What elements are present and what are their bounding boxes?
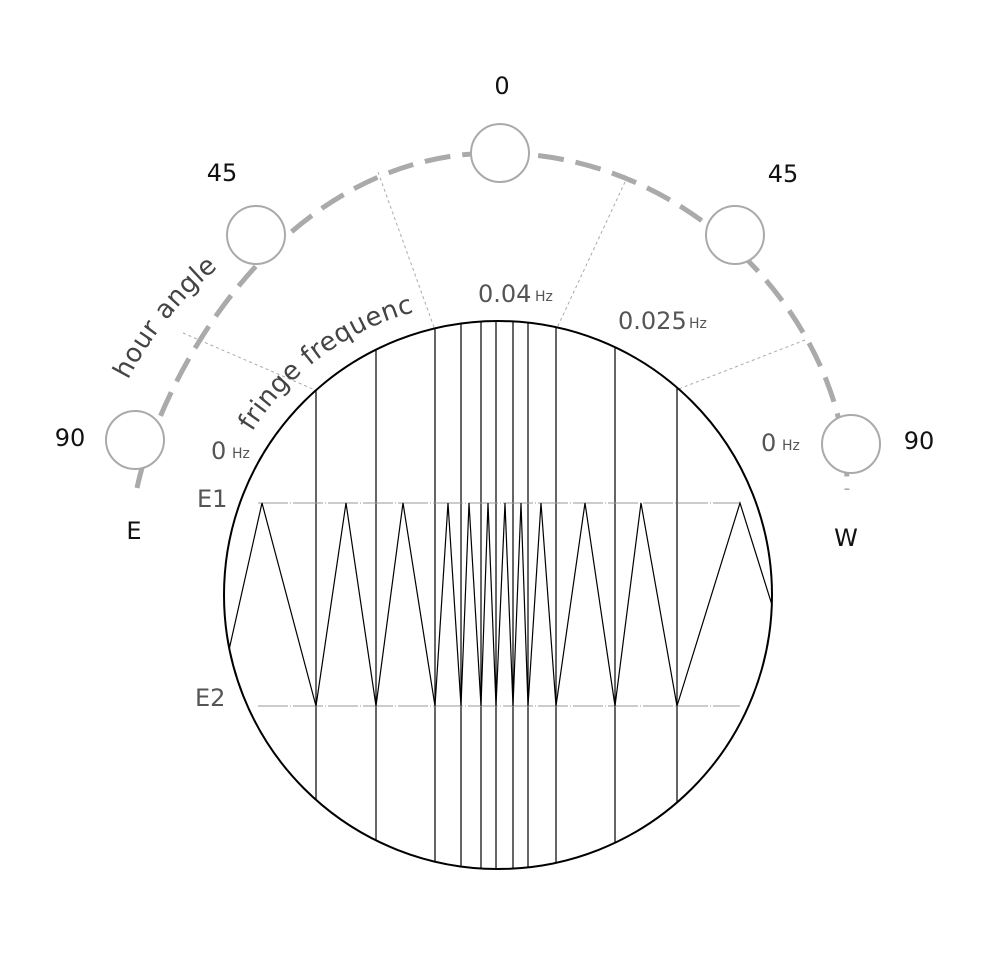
freq-value: 0.04 xyxy=(478,280,531,308)
freq-value: 0 xyxy=(761,429,776,457)
freq-unit: Hz xyxy=(689,316,707,332)
freq-unit: Hz xyxy=(535,289,553,305)
marker-west-45 xyxy=(705,205,765,265)
sky-disc xyxy=(223,320,773,870)
freq-value: 0 xyxy=(211,437,226,465)
fringe-lines xyxy=(315,321,678,869)
hour-angle-label-zenith-0: 0 xyxy=(494,72,509,100)
marker-zenith-0 xyxy=(470,123,530,183)
guide-line xyxy=(556,181,626,329)
marker-west-90 xyxy=(821,414,881,474)
freq-value: 0.025 xyxy=(618,307,687,335)
direction-east: E xyxy=(126,517,141,545)
guide-lines xyxy=(182,171,806,391)
level-label-e2: E2 xyxy=(195,684,225,712)
guide-line xyxy=(377,171,436,331)
hour-angle-label-west-90: 90 xyxy=(904,427,935,455)
freq-label-zenith: 0.04 Hz xyxy=(478,280,553,308)
fringe-frequency-title: fringe frequency xyxy=(0,0,417,436)
fringe-zigzag xyxy=(228,500,772,707)
freq-label-east-0: 0 Hz xyxy=(211,437,250,465)
marker-east-90 xyxy=(105,410,165,470)
freq-label-west-0: 0 Hz xyxy=(761,429,800,457)
freq-unit: Hz xyxy=(232,446,250,462)
direction-west: W xyxy=(834,524,858,552)
marker-east-45 xyxy=(226,205,286,265)
guide-line xyxy=(675,339,806,391)
freq-label-west-45: 0.025 Hz xyxy=(618,307,707,335)
hour-angle-markers xyxy=(105,123,881,474)
hour-angle-label-east-90: 90 xyxy=(55,424,86,452)
hour-angle-label-east-45: 45 xyxy=(207,159,238,187)
level-label-e1: E1 xyxy=(197,485,227,513)
hour-angle-label-west-45: 45 xyxy=(768,160,799,188)
freq-unit: Hz xyxy=(782,438,800,454)
hour-angle-title: hour angle xyxy=(108,250,223,383)
